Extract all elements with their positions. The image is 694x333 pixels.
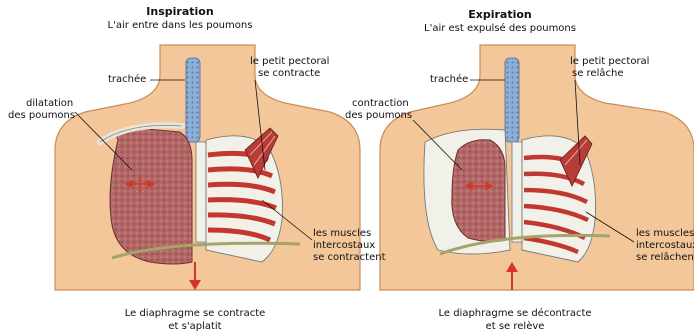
right-caption-2: et se relève [400,321,630,332]
right-label-pectoral-2: se relâche [572,68,623,79]
right-label-lungs-2: des poumons [345,110,412,121]
right-caption-1: Le diaphragme se décontracte [400,308,630,319]
right-title: Expiration [435,9,565,20]
left-sternum [196,142,206,242]
left-label-lungs-1: dilatation [26,98,73,109]
right-label-trachea: trachée [430,74,468,85]
right-sternum [512,142,522,242]
left-trachea [186,58,200,142]
left-label-muscles-1: les muscles [313,228,371,239]
right-label-lungs-1: contraction [352,98,409,109]
right-lung [424,129,510,254]
left-caption-2: et s'aplatit [85,321,305,332]
right-subtitle: L'air est expulsé des poumons [405,23,595,34]
left-subtitle: L'air entre dans les poumons [85,20,275,31]
left-label-pectoral-1: le petit pectoral [250,56,329,67]
left-label-pectoral-2: se contracte [258,68,320,79]
left-label-lungs-2: des poumons [8,110,75,121]
right-label-pectoral-1: le petit pectoral [570,56,649,67]
left-label-muscles-2: intercostaux [313,240,375,251]
left-title: Inspiration [115,6,245,17]
right-label-muscles-2: intercostaux [636,240,694,251]
left-label-trachea: trachée [108,74,146,85]
right-label-muscles-3: se relâchent [636,252,694,263]
left-caption-1: Le diaphragme se contracte [85,308,305,319]
right-trachea [505,58,519,142]
left-label-muscles-3: se contractent [313,252,386,263]
right-label-muscles-1: les muscles [636,228,694,239]
